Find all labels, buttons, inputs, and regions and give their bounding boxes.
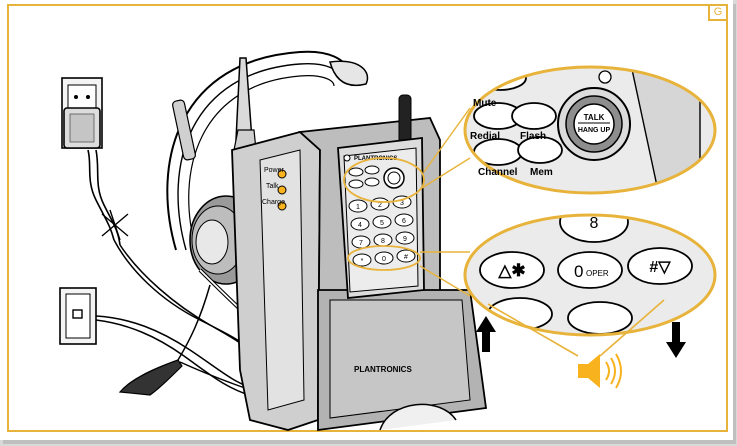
zoom-flash-label: Flash xyxy=(520,131,546,142)
svg-text:5: 5 xyxy=(380,220,384,227)
zoom-key-star: △✱ xyxy=(497,261,525,280)
svg-text:*: * xyxy=(361,258,364,265)
talk-light-label: Talk xyxy=(266,183,279,190)
svg-text:4: 4 xyxy=(358,222,362,229)
svg-text:2: 2 xyxy=(378,202,382,209)
handset-bottom-highlight xyxy=(347,245,421,271)
up-arrow-icon xyxy=(476,316,496,352)
zoom-redial-label: Redial xyxy=(470,131,500,142)
power-light-label: Power xyxy=(264,167,285,174)
charge-light-label: Charge xyxy=(262,199,285,206)
svg-text:3: 3 xyxy=(400,200,404,207)
svg-text:1: 1 xyxy=(356,204,360,211)
zoom-mem-label: Mem xyxy=(530,167,553,178)
svg-text:#: # xyxy=(404,254,408,261)
zoom-key-zero: 0 xyxy=(574,262,583,281)
wall-outlet-icon xyxy=(61,77,121,246)
zoom-mute-label: Mute xyxy=(473,98,497,109)
talk-button-label: TALK xyxy=(584,113,605,122)
zoom-key-eight: 8 xyxy=(590,215,599,232)
zoom-bottom-keys: 8 △✱ 0 OPER #▽ xyxy=(463,213,717,337)
cord-tie xyxy=(101,209,129,241)
base-brand: PLANTRONICS xyxy=(354,365,412,374)
figure-frame: G xyxy=(7,4,728,432)
svg-text:0: 0 xyxy=(382,256,386,263)
phone-jack-icon xyxy=(59,287,97,345)
svg-text:6: 6 xyxy=(402,218,406,225)
zoom-channel-label: Channel xyxy=(478,167,518,178)
svg-text:8: 8 xyxy=(381,238,385,245)
svg-text:9: 9 xyxy=(403,236,407,243)
speaker-volume-icon xyxy=(578,353,622,389)
zoom-key-pound: #▽ xyxy=(649,259,671,276)
zoom-top-buttons: Mute Redial Flash Channel Mem TALK HANG … xyxy=(463,65,717,195)
handset-top-highlight xyxy=(343,157,425,203)
zoom-key-zero-sub: OPER xyxy=(586,269,609,278)
corner-tab: G xyxy=(708,6,726,21)
svg-text:7: 7 xyxy=(359,240,363,247)
hangup-button-label: HANG UP xyxy=(578,127,611,134)
down-arrow-icon xyxy=(666,322,686,358)
